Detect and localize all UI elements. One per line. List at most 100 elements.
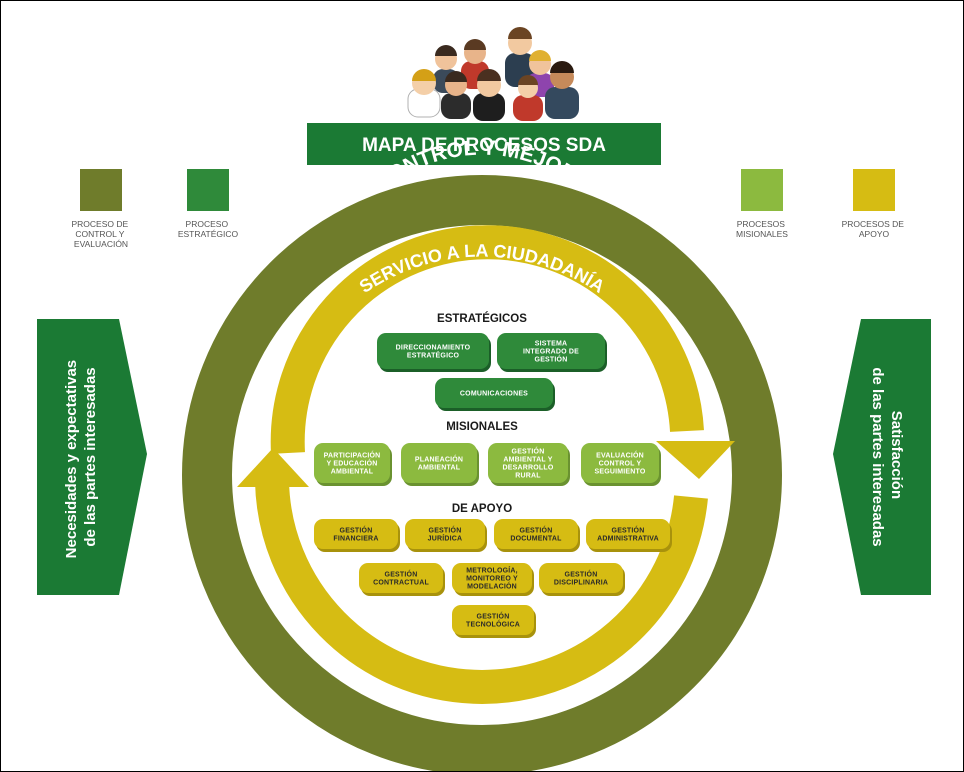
process-box-label-line: FINANCIERA bbox=[333, 535, 378, 542]
person-figure bbox=[407, 69, 441, 118]
process-box-shape bbox=[586, 519, 670, 549]
process-box-label-line: INTEGRADO DE bbox=[523, 348, 579, 355]
process-box-label-line: DESARROLLO bbox=[503, 464, 554, 471]
process-box-shape bbox=[452, 605, 534, 635]
process-box-label-line: JURÍDICA bbox=[428, 533, 463, 542]
process-box-shape bbox=[405, 519, 485, 549]
process-box-shape bbox=[359, 563, 443, 593]
process-box-label-line: GESTIÓN bbox=[429, 525, 462, 534]
process-box-shape bbox=[497, 333, 605, 369]
process-box-shape bbox=[581, 443, 659, 483]
legend-swatch-apoyo bbox=[853, 169, 895, 211]
process-box-label-line: CONTROL Y bbox=[599, 460, 642, 467]
process-box-label-line: ESTRATÉGICO bbox=[407, 350, 460, 359]
process-box-label-line: DOCUMENTAL bbox=[510, 535, 562, 542]
process-box-shape bbox=[314, 443, 390, 483]
process-box-shape bbox=[377, 333, 489, 369]
process-box-label-line: GESTIÓN bbox=[535, 354, 568, 363]
person-figure bbox=[545, 61, 579, 119]
heading-misionales: MISIONALES bbox=[446, 421, 518, 433]
process-box-label-line: EVALUACIÓN bbox=[596, 450, 644, 459]
process-box-shape bbox=[494, 519, 578, 549]
legend: PROCESO DE CONTROL Y EVALUACIÓN PROCESO … bbox=[71, 169, 904, 249]
inner-arrow-head-right bbox=[656, 441, 735, 479]
process-box-label: COMUNICACIONES bbox=[460, 390, 528, 397]
process-box-label-line: AMBIENTAL bbox=[418, 464, 461, 471]
process-box-label-line: DIRECCIONAMIENTO bbox=[396, 344, 471, 351]
process-box-label-line: CONTRACTUAL bbox=[373, 579, 429, 586]
estrategicos-process-box: COMUNICACIONES bbox=[435, 378, 555, 411]
page-title: MAPA DE PROCESOS SDA bbox=[362, 135, 606, 156]
right-arrow-label: Satisfacción de las partes interesadas bbox=[869, 367, 905, 546]
process-box-label-line: PLANEACIÓN bbox=[415, 454, 463, 463]
process-box-label-line: METROLOGÍA, bbox=[466, 565, 518, 574]
process-box-shape bbox=[452, 563, 532, 593]
left-input-arrow: Necesidades y expectativas de las partes… bbox=[37, 319, 147, 595]
legend-label-estrategico: PROCESO ESTRATÉGICO bbox=[178, 219, 239, 239]
process-box-shape bbox=[314, 519, 398, 549]
process-box-label-line: GESTIÓN bbox=[477, 611, 510, 620]
legend-label-misionales: PROCESOS MISIONALES bbox=[736, 219, 788, 239]
process-box-label-line: AMBIENTAL bbox=[331, 468, 374, 475]
process-box-label-line: GESTIÓN bbox=[385, 569, 418, 578]
process-box-label-line: SEGUIMIENTO bbox=[594, 468, 645, 475]
title-banner: MAPA DE PROCESOS SDA bbox=[307, 123, 661, 165]
process-box-label-line: PARTICIPACIÓN bbox=[324, 450, 381, 459]
process-box-label-line: DISCIPLINARIA bbox=[554, 579, 608, 586]
legend-label-control: PROCESO DE CONTROL Y EVALUACIÓN bbox=[71, 219, 130, 249]
process-box-label-line: Y EDUCACIÓN bbox=[326, 458, 377, 467]
person-figure bbox=[441, 71, 471, 119]
process-box-label-line: GESTIÓN bbox=[565, 569, 598, 578]
heading-estrategicos: ESTRATÉGICOS bbox=[437, 312, 527, 325]
process-box-label-line: MONITOREO Y bbox=[466, 575, 518, 582]
legend-swatch-misionales bbox=[741, 169, 783, 211]
process-box-label-line: GESTIÓN bbox=[520, 525, 553, 534]
legend-swatch-control bbox=[80, 169, 122, 211]
left-arrow-label: Necesidades y expectativas de las partes… bbox=[63, 356, 99, 559]
heading-apoyo: DE APOYO bbox=[452, 503, 512, 515]
process-box-shape bbox=[401, 443, 477, 483]
inner-arrow-head-left bbox=[237, 448, 309, 487]
process-box-label-line: RURAL bbox=[515, 472, 541, 479]
person-figure bbox=[513, 75, 543, 121]
process-box-label-line: TECNOLÓGICA bbox=[466, 619, 520, 628]
process-box-shape bbox=[539, 563, 623, 593]
process-box-shape bbox=[488, 443, 568, 483]
process-box-label-line: GESTIÓN bbox=[612, 525, 645, 534]
person-figure bbox=[473, 69, 505, 121]
right-output-arrow: Satisfacción de las partes interesadas bbox=[833, 319, 931, 595]
process-box-label-line: SISTEMA bbox=[535, 340, 568, 347]
people-illustration bbox=[407, 27, 579, 121]
process-box-label-line: COMUNICACIONES bbox=[460, 390, 528, 397]
process-box-label-line: ADMINISTRATIVA bbox=[597, 535, 659, 542]
process-box-label-line: MODELACIÓN bbox=[467, 581, 517, 590]
